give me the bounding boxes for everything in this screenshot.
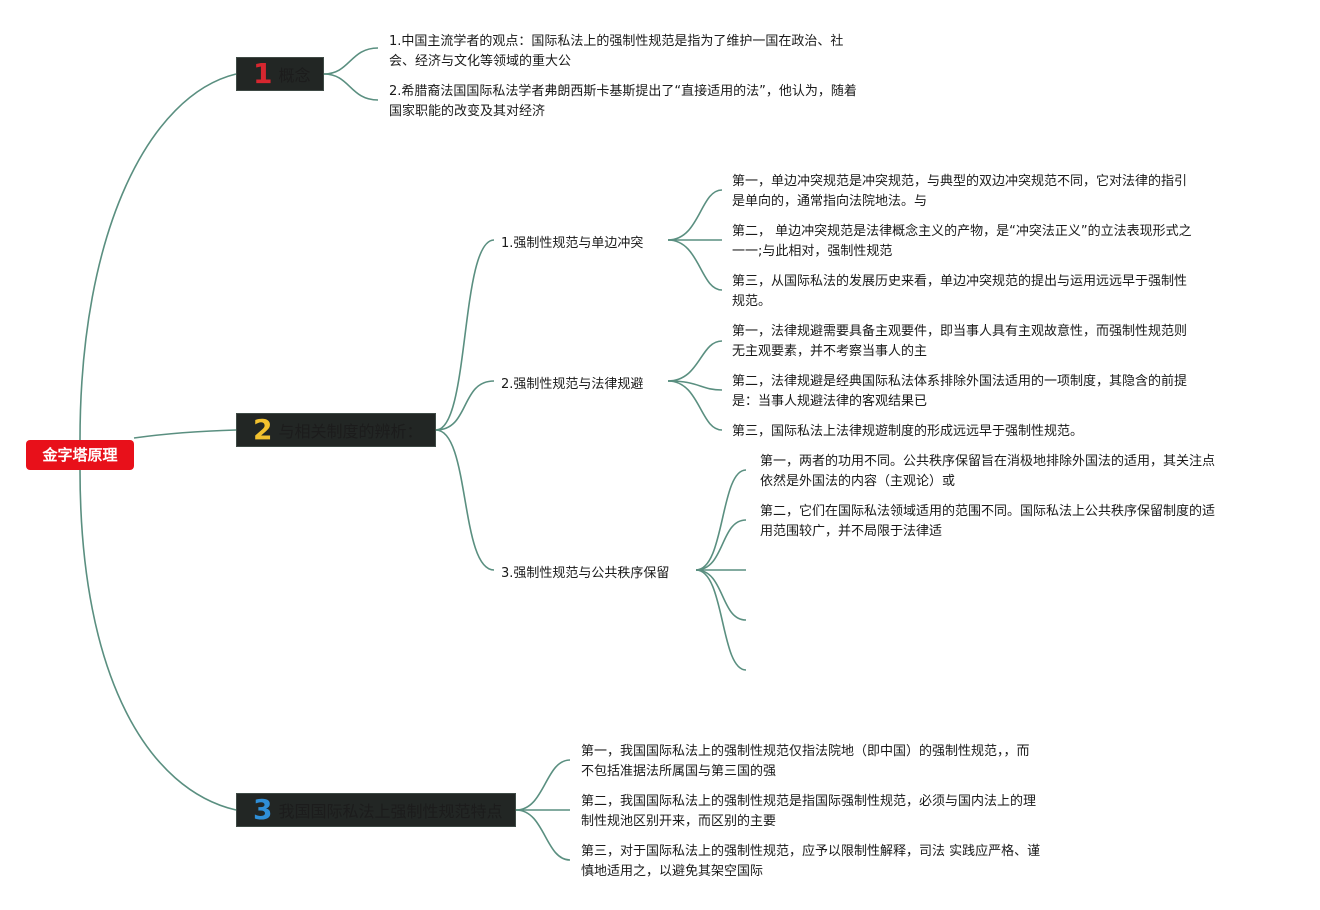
sub2-leaf-3[interactable]: 第三，国际私法上法律规遊制度的形成远远早于强制性规范。 <box>732 424 1084 439</box>
link-sub3-leaf1 <box>695 469 747 571</box>
topic-label: 概念 <box>278 66 311 85</box>
link-topic1-leaf2 <box>323 73 379 101</box>
topic1-leaf-2[interactable]: 2.希腊裔法国国际私法学者弗朗西斯卡基斯提出了“直接适用的法”，他认为，随着 国… <box>389 84 857 119</box>
sub3-leaf-2[interactable]: 第二，它们在国际私法领域适用的范围不同。国际私法上公共秩序保留制度的适 用范围较… <box>760 504 1216 539</box>
link-root-topic3 <box>79 469 237 811</box>
link-sub3-leaf2 <box>695 519 747 571</box>
topic3-leaf-2[interactable]: 第二，我国国际私法上的强制性规范是指国际强制性规范，必须与国内法上的理 制性规池… <box>581 794 1037 829</box>
link-sub3-empty2 <box>695 569 747 621</box>
topic-label: 与相关制度的辨析： <box>278 422 423 441</box>
topic-comparison[interactable]: 2 与相关制度的辨析： <box>236 413 436 447</box>
number-1-icon: 1 <box>253 57 273 90</box>
sub2-leaf-1[interactable]: 第一，法律规避需要具备主观要件，即当事人具有主观故意性，而强制性规范则 无主观要… <box>732 324 1188 359</box>
topic1-leaf-1[interactable]: 1.中国主流学者的观点：国际私法上的强制性规范是指为了维护一国在政治、社 会、经… <box>389 34 844 69</box>
sub1-leaf-1[interactable]: 第一，单边冲突规范是冲突规范，与典型的双边冲突规范不同，它对法律的指引 是单向的… <box>732 174 1188 209</box>
link-topic3-leaf3 <box>515 809 571 861</box>
subtopic-public-order[interactable]: 3.强制性规范与公共秩序保留 <box>501 566 670 581</box>
topic-label: 我国国际私法上强制性规范特点 <box>278 802 503 821</box>
link-topic2-sub2 <box>435 380 495 431</box>
sub1-leaf-3[interactable]: 第三，从国际私法的发展历史来看，单边冲突规范的提出与运用远远早于强制性 规范。 <box>732 274 1188 309</box>
link-root-topic2 <box>133 429 237 439</box>
number-3-icon: 3 <box>253 793 273 826</box>
link-topic3-leaf1 <box>515 759 571 811</box>
root-node[interactable]: 金字塔原理 <box>26 440 134 470</box>
number-2-icon: 2 <box>253 413 273 446</box>
sub3-leaf-1[interactable]: 第一，两者的功用不同。公共秩序保留旨在消极地排除外国法的适用，其关注点 依然是外… <box>760 454 1216 489</box>
topic-concept[interactable]: 1 概念 <box>236 57 324 91</box>
link-root-topic1 <box>79 73 237 441</box>
link-topic2-sub1 <box>435 239 495 431</box>
topic3-leaf-3[interactable]: 第三，对于国际私法上的强制性规范，应予以限制性解释，司法 实践应严格、谨 慎地适… <box>581 844 1041 879</box>
link-sub1-leaf3 <box>667 239 723 291</box>
link-sub2-leaf1 <box>667 340 723 382</box>
sub2-leaf-2[interactable]: 第二，法律规避是经典国际私法体系排除外国法适用的一项制度，其隐含的前提 是：当事… <box>732 374 1188 409</box>
link-sub1-leaf1 <box>667 189 723 241</box>
subtopic-unilateral-conflict[interactable]: 1.强制性规范与单边冲突 <box>501 236 644 251</box>
link-topic2-sub3 <box>435 429 495 571</box>
link-sub3-empty3 <box>695 569 747 671</box>
sub1-leaf-2[interactable]: 第二， 单边冲突规范是法律概念主义的产物，是“冲突法正义”的立法表现形式之 一一… <box>732 224 1192 259</box>
topic-china-features[interactable]: 3 我国国际私法上强制性规范特点 <box>236 793 516 827</box>
topic3-leaf-1[interactable]: 第一，我国国际私法上的强制性规范仅指法院地（即中国）的强制性规范，，而 不包括准… <box>581 744 1030 779</box>
subtopic-law-evasion[interactable]: 2.强制性规范与法律规避 <box>501 377 644 392</box>
link-sub2-leaf3 <box>667 380 723 431</box>
link-topic1-leaf1 <box>323 47 379 75</box>
